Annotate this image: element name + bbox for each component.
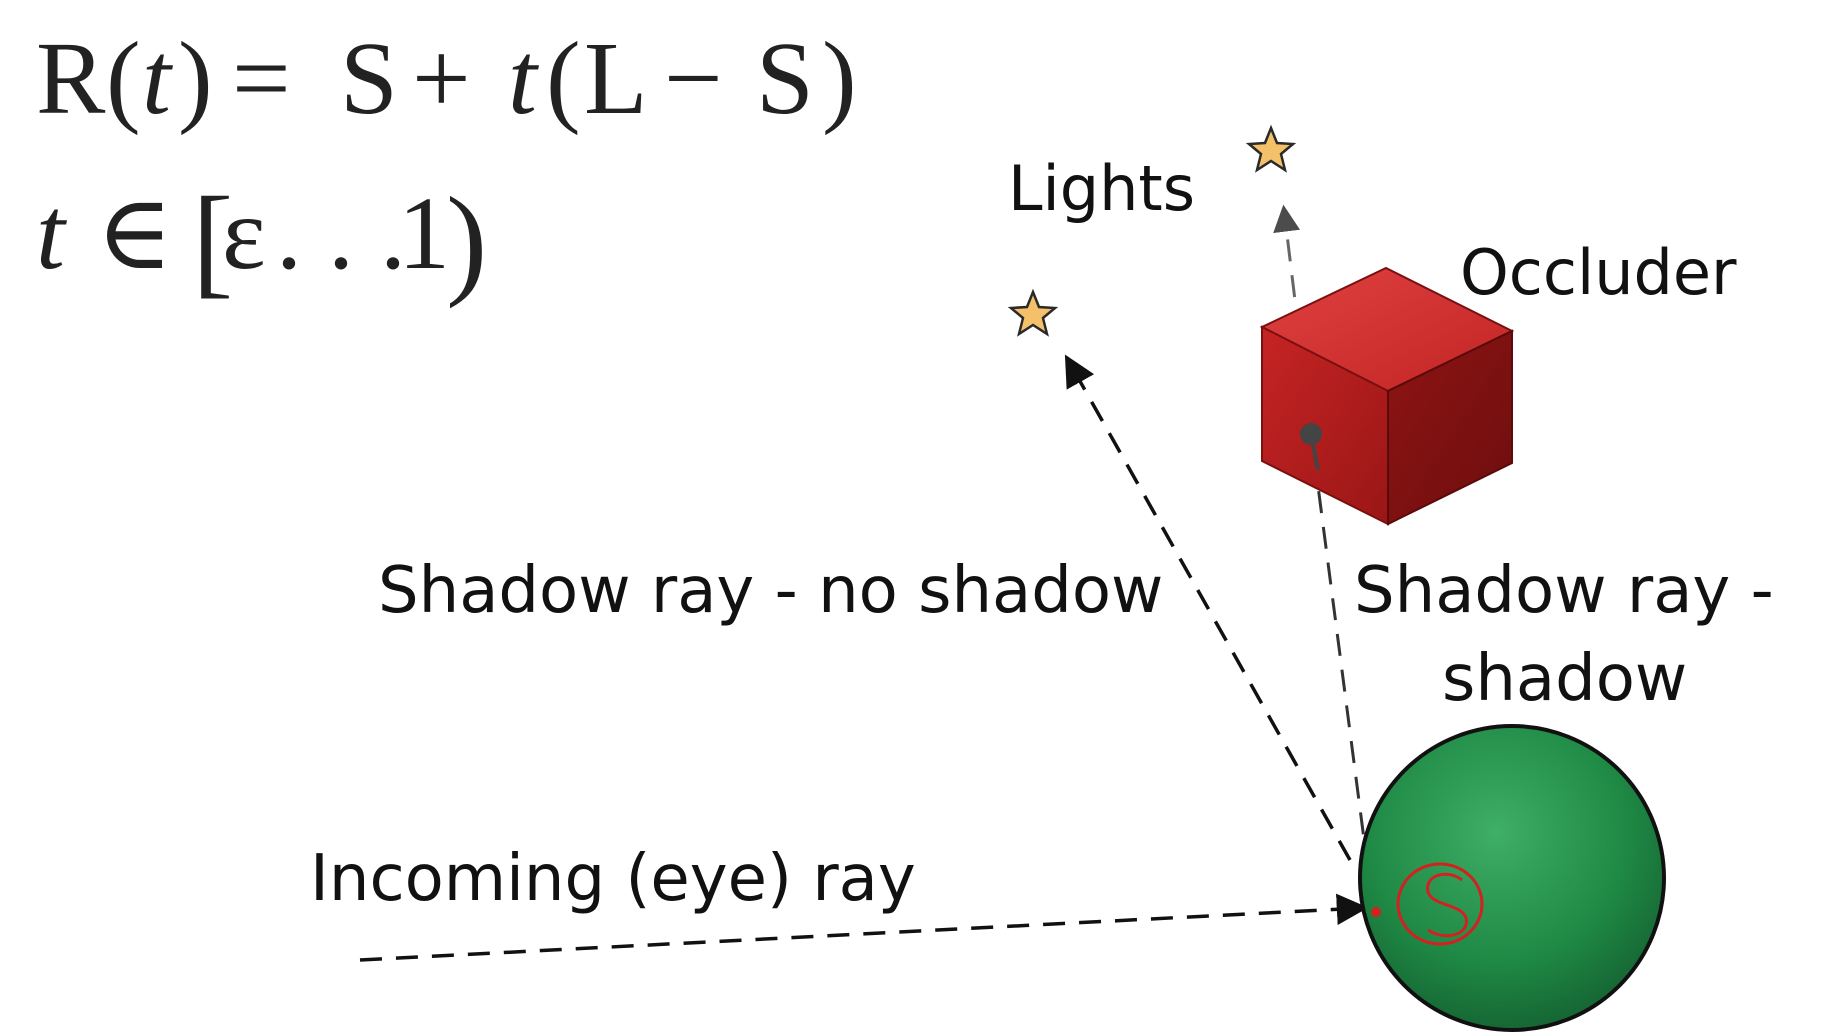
- eq-L: L: [584, 21, 648, 136]
- ray-equation: R ( t ) = S + t ( L − S ): [36, 21, 857, 136]
- eq-plus: +: [412, 21, 471, 136]
- surface-point-annotation: [1371, 862, 1484, 946]
- eq-open-paren: (: [106, 21, 141, 136]
- star-icon: [1245, 124, 1297, 173]
- eq-close-paren-2: ): [822, 21, 857, 136]
- eq-t: t: [142, 21, 173, 136]
- eq-close-paren: ): [178, 21, 213, 136]
- eq-t-2: t: [508, 21, 539, 136]
- eq-open-paren-2: (: [546, 21, 581, 136]
- cube-icon: [1259, 266, 1515, 526]
- incoming-ray-label: Incoming (eye) ray: [310, 842, 916, 916]
- interval-dots: . . .: [276, 176, 406, 291]
- eq-minus: −: [664, 21, 723, 136]
- eq-S-2: S: [756, 21, 814, 136]
- sphere-icon: [1358, 724, 1666, 1032]
- shadow-ray-no-shadow: [1064, 354, 1352, 861]
- incoming-eye-ray: [359, 893, 1369, 962]
- interval-element-of: ∈: [96, 176, 173, 291]
- shadow-ray-no-shadow-label: Shadow ray - no shadow: [378, 554, 1163, 628]
- interval-epsilon: ε: [222, 176, 266, 291]
- occluder-label: Occluder: [1460, 236, 1737, 309]
- star-icon: [1007, 288, 1059, 337]
- shadow-ray-shadow-label-line1: Shadow ray -: [1354, 554, 1774, 628]
- interval-close-paren: ): [446, 172, 487, 309]
- interval-equation: t ∈ [ ε . . . 1 ): [36, 172, 487, 309]
- occluder-hit-point: [1300, 423, 1322, 471]
- shadow-ray-shadow-label-line2: shadow: [1442, 642, 1687, 716]
- lights-label: Lights: [1008, 152, 1195, 225]
- eq-S: S: [340, 21, 398, 136]
- eq-equals: =: [232, 21, 291, 136]
- eq-R: R: [36, 21, 106, 136]
- interval-open-bracket: [: [192, 172, 233, 309]
- shadow-ray-blocked: [1310, 439, 1370, 871]
- interval-one: 1: [398, 176, 450, 291]
- interval-t: t: [36, 176, 67, 291]
